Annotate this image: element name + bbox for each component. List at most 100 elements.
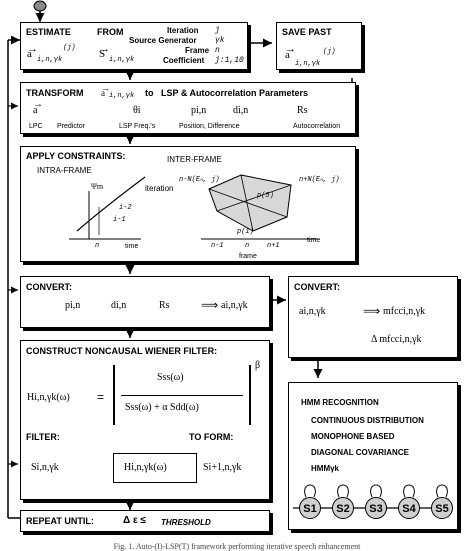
iteration-label: Iteration bbox=[167, 26, 199, 35]
frame-label-inter: frame bbox=[239, 253, 257, 260]
p5-label: p(5) bbox=[257, 192, 274, 200]
autocorrelation-label: Autocorrelation bbox=[293, 123, 341, 130]
iteration-value: j bbox=[215, 26, 220, 35]
i-minus-2: i-2 bbox=[119, 204, 132, 212]
iteration-annotation: iteration bbox=[145, 184, 174, 193]
convert-left-arrow: ⟹ bbox=[201, 298, 219, 312]
hmm-state-5: S5 bbox=[431, 497, 453, 519]
wiener-beta: β bbox=[255, 360, 261, 371]
hmm-title: HMM RECOGNITION bbox=[301, 398, 379, 407]
abs-bar-right bbox=[249, 365, 251, 425]
convert-left-title: CONVERT: bbox=[26, 282, 73, 292]
n-minus-N: n-N(Eₙ, j) bbox=[179, 176, 220, 184]
convert-box-right: CONVERT: ai,n,γk ⟹ mfcci,n,γk Δ mfcci,n,… bbox=[288, 276, 458, 358]
transform-a-sub: i,n,γk bbox=[109, 92, 135, 100]
n-plus-N: n+N(Eₙ, j) bbox=[299, 176, 340, 184]
abs-bar-left bbox=[113, 365, 115, 425]
n-plus-1: n+1 bbox=[267, 242, 280, 250]
transform-rest: LSP & Autocorrelation Parameters bbox=[161, 88, 309, 98]
fraction-line bbox=[121, 395, 243, 396]
constraints-title: APPLY CONSTRAINTS: bbox=[26, 151, 126, 161]
n-mid: n bbox=[245, 242, 250, 250]
hmm-line-3: DIAGONAL COVARIANCE bbox=[311, 448, 409, 457]
p-symbol: pi,n bbox=[191, 105, 207, 116]
convert-left-p: pi,n bbox=[65, 300, 81, 311]
wiener-denominator: Sss(ω) + α Sdd(ω) bbox=[125, 402, 199, 413]
estimate-a-sub: i,n,γk bbox=[37, 56, 63, 64]
estimate-box: ESTIMATE FROM →a i,n,γk (j) →S i,n,γk It… bbox=[20, 22, 248, 70]
coef-value: j:1,10 bbox=[215, 56, 244, 65]
delta-mfcc-label: Δ mfcci,n,γk bbox=[371, 334, 422, 345]
predictor-label: Predictor bbox=[57, 123, 86, 130]
psi-symbol: Ψm bbox=[91, 182, 104, 191]
filter-output-s: Si+1,n,γk bbox=[203, 462, 242, 473]
theta-symbol: θi bbox=[133, 105, 141, 116]
transform-to: to bbox=[145, 88, 154, 98]
lsp-label: LSP Freq.'s bbox=[119, 123, 156, 130]
hmm-state-1: S1 bbox=[299, 497, 321, 519]
repeat-threshold: THRESHOLD bbox=[161, 518, 211, 527]
save-past-a-sub: i,n,γk bbox=[295, 60, 321, 68]
wiener-h: Hi,n,γk(ω) bbox=[27, 392, 70, 403]
convert-box-left: CONVERT: pi,n di,n Rs ⟹ ai,n,γk bbox=[20, 276, 270, 328]
convert-right-a: ai,n,γk bbox=[299, 306, 326, 317]
frame-value: n bbox=[215, 46, 220, 55]
convert-left-r: Rs bbox=[159, 300, 170, 311]
hmm-line-2: MONOPHONE BASED bbox=[311, 432, 395, 441]
source-value: γk bbox=[215, 36, 225, 45]
constraints-sketch bbox=[69, 174, 317, 240]
hmm-box: HMM RECOGNITION CONTINUOUS DISTRIBUTION … bbox=[288, 382, 458, 530]
convert-left-d: di,n bbox=[111, 300, 127, 311]
coef-label: Coefficient bbox=[163, 56, 205, 65]
inter-frame-label: INTER-FRAME bbox=[167, 155, 222, 164]
wiener-numerator: Sss(ω) bbox=[157, 372, 184, 383]
mfcc-label: mfcci,n,γk bbox=[383, 306, 426, 317]
time-inter: time bbox=[307, 237, 321, 244]
save-past-title: SAVE PAST bbox=[282, 27, 332, 37]
n-minus-1: n-1 bbox=[211, 242, 224, 250]
d-symbol: di,n bbox=[233, 105, 249, 116]
hmm-line-1: CONTINUOUS DISTRIBUTION bbox=[311, 416, 424, 425]
filter-input-s: Si,n,γk bbox=[31, 462, 59, 473]
convert-right-arrow: ⟹ bbox=[363, 304, 381, 318]
hmm-state-3: S3 bbox=[365, 497, 387, 519]
convert-left-a: ai,n,γk bbox=[221, 300, 248, 311]
start-node bbox=[33, 0, 47, 12]
wiener-title: CONSTRUCT NONCAUSAL WIENER FILTER: bbox=[26, 346, 218, 356]
hmm-state-4: S4 bbox=[398, 497, 420, 519]
lpc-label: LPC bbox=[29, 123, 43, 130]
hmm-state-2: S2 bbox=[332, 497, 354, 519]
estimate-a-sup: (j) bbox=[63, 44, 76, 52]
constraints-box: APPLY CONSTRAINTS: INTRA-FRAME INTER-FRA… bbox=[20, 146, 356, 262]
wiener-box: CONSTRUCT NONCAUSAL WIENER FILTER: Hi,n,… bbox=[20, 340, 270, 500]
time-intra: time bbox=[125, 243, 139, 250]
to-form-label: TO FORM: bbox=[189, 432, 234, 442]
wiener-equals: = bbox=[97, 390, 105, 404]
estimate-from: FROM bbox=[97, 27, 124, 37]
position-label: Position, Difference bbox=[179, 123, 240, 130]
estimate-a-vector: →a bbox=[27, 43, 38, 60]
n-intra: n bbox=[95, 242, 100, 250]
convert-right-title: CONVERT: bbox=[294, 282, 341, 292]
save-past-a-sup: (j) bbox=[323, 48, 336, 56]
source-label: Source Generator bbox=[129, 36, 197, 45]
hmm-line-4: HMMγk bbox=[311, 464, 340, 473]
transform-box: TRANSFORM → a i,n,γk to LSP & Autocorrel… bbox=[20, 82, 356, 134]
filter-label: FILTER: bbox=[26, 432, 60, 442]
repeat-box: REPEAT UNTIL: Δ ε ≤ THRESHOLD bbox=[20, 510, 270, 532]
estimate-s-vector: →S bbox=[99, 43, 110, 60]
save-past-box: SAVE PAST → a i,n,γk (j) bbox=[276, 22, 362, 70]
filter-h-box: Hi,n,γk(ω) bbox=[113, 453, 197, 483]
save-past-a-vector: → bbox=[285, 43, 296, 55]
repeat-condition: Δ ε ≤ bbox=[123, 515, 146, 526]
transform-title: TRANSFORM bbox=[26, 88, 84, 98]
figure-caption: Fig. 1. Auto-(I)-LSP(T) framework perfor… bbox=[113, 542, 361, 551]
frame-label: Frame bbox=[185, 46, 210, 55]
r-symbol: Rs bbox=[297, 105, 308, 116]
i-minus-1: i-1 bbox=[113, 216, 126, 224]
repeat-title: REPEAT UNTIL: bbox=[26, 516, 94, 526]
p1-label: p(1) bbox=[237, 228, 254, 236]
estimate-s-sub: i,n,γk bbox=[109, 56, 135, 64]
intra-frame-label: INTRA-FRAME bbox=[37, 166, 92, 175]
estimate-title: ESTIMATE bbox=[26, 27, 71, 37]
